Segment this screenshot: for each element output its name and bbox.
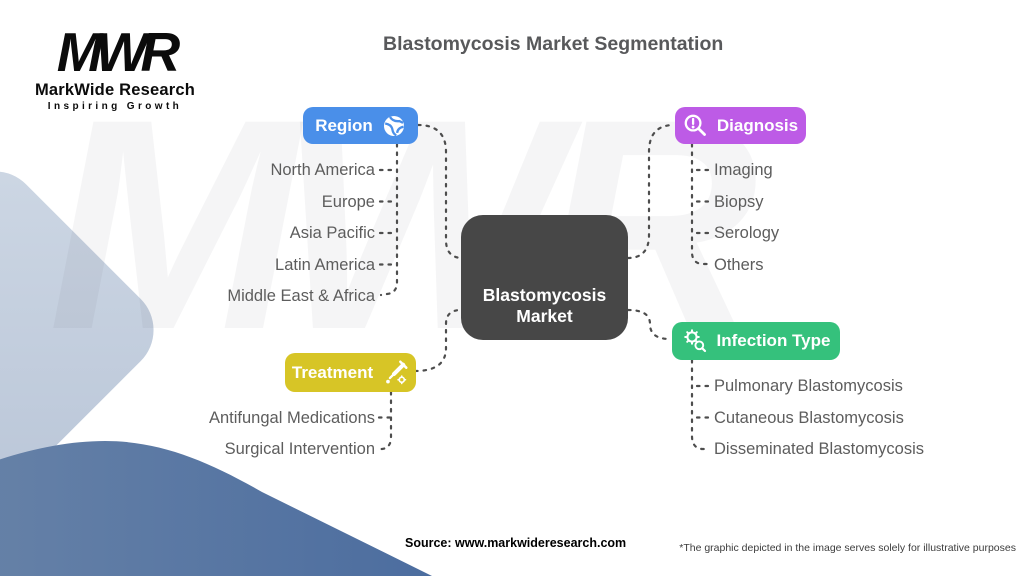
node-diagnosis: Diagnosis [675, 107, 806, 144]
node-infection-type: Infection Type [672, 322, 840, 360]
region-item-north-america: North America [270, 161, 375, 179]
central-market-label: Blastomycosis Market [482, 285, 607, 326]
node-region-label: Region [315, 115, 373, 135]
magnifier-alert-icon [684, 114, 706, 136]
node-central-market: Blastomycosis Market [461, 215, 628, 340]
markwide-logo: MWR MarkWide Research Inspiring Growth [34, 24, 196, 112]
region-item-middle-east-africa: Middle East & Africa [227, 286, 375, 305]
node-infection-type-label: Infection Type [716, 331, 831, 350]
logo-company-name: MarkWide Research [34, 81, 196, 99]
logo-monogram: MWR [56, 21, 180, 83]
diagnosis-item-serology: Serology [714, 224, 780, 242]
logo-tagline: Inspiring Growth [47, 101, 183, 112]
dropper-icon [386, 360, 408, 385]
infection-item-pulmonary-blastomycosis: Pulmonary Blastomycosis [714, 377, 903, 395]
diagnosis-item-others: Others [714, 255, 764, 274]
connector-treatment-spine [375, 390, 393, 451]
node-region: Region [303, 107, 418, 144]
region-item-europe: Europe [321, 192, 375, 211]
virus-search-icon [683, 329, 706, 353]
region-item-asia-pacific: Asia Pacific [289, 224, 375, 242]
region-item-latin-america: Latin America [275, 255, 375, 274]
infection-item-cutaneous-blastomycosis: Cutaneous Blastomycosis [714, 408, 904, 427]
diagnosis-item-imaging: Imaging [714, 161, 773, 179]
source-text: Source: www.markwideresearch.com [405, 536, 627, 550]
node-treatment: Treatment [285, 353, 416, 392]
node-diagnosis-label: Diagnosis [716, 115, 799, 135]
globe-icon [383, 115, 404, 136]
disclaimer-text: *The graphic depicted in the image serve… [679, 542, 1016, 554]
decor-dark-corner-shape [0, 441, 432, 576]
treatment-item-surgical-intervention: Surgical Intervention [224, 440, 375, 458]
page-title: Blastomycosis Market Segmentation [383, 33, 724, 55]
infection-item-disseminated-blastomycosis: Disseminated Blastomycosis [714, 440, 924, 458]
diagnosis-item-biopsy: Biopsy [714, 192, 764, 211]
node-treatment-label: Treatment [291, 362, 374, 382]
treatment-item-antifungal-medications: Antifungal Medications [208, 408, 375, 427]
